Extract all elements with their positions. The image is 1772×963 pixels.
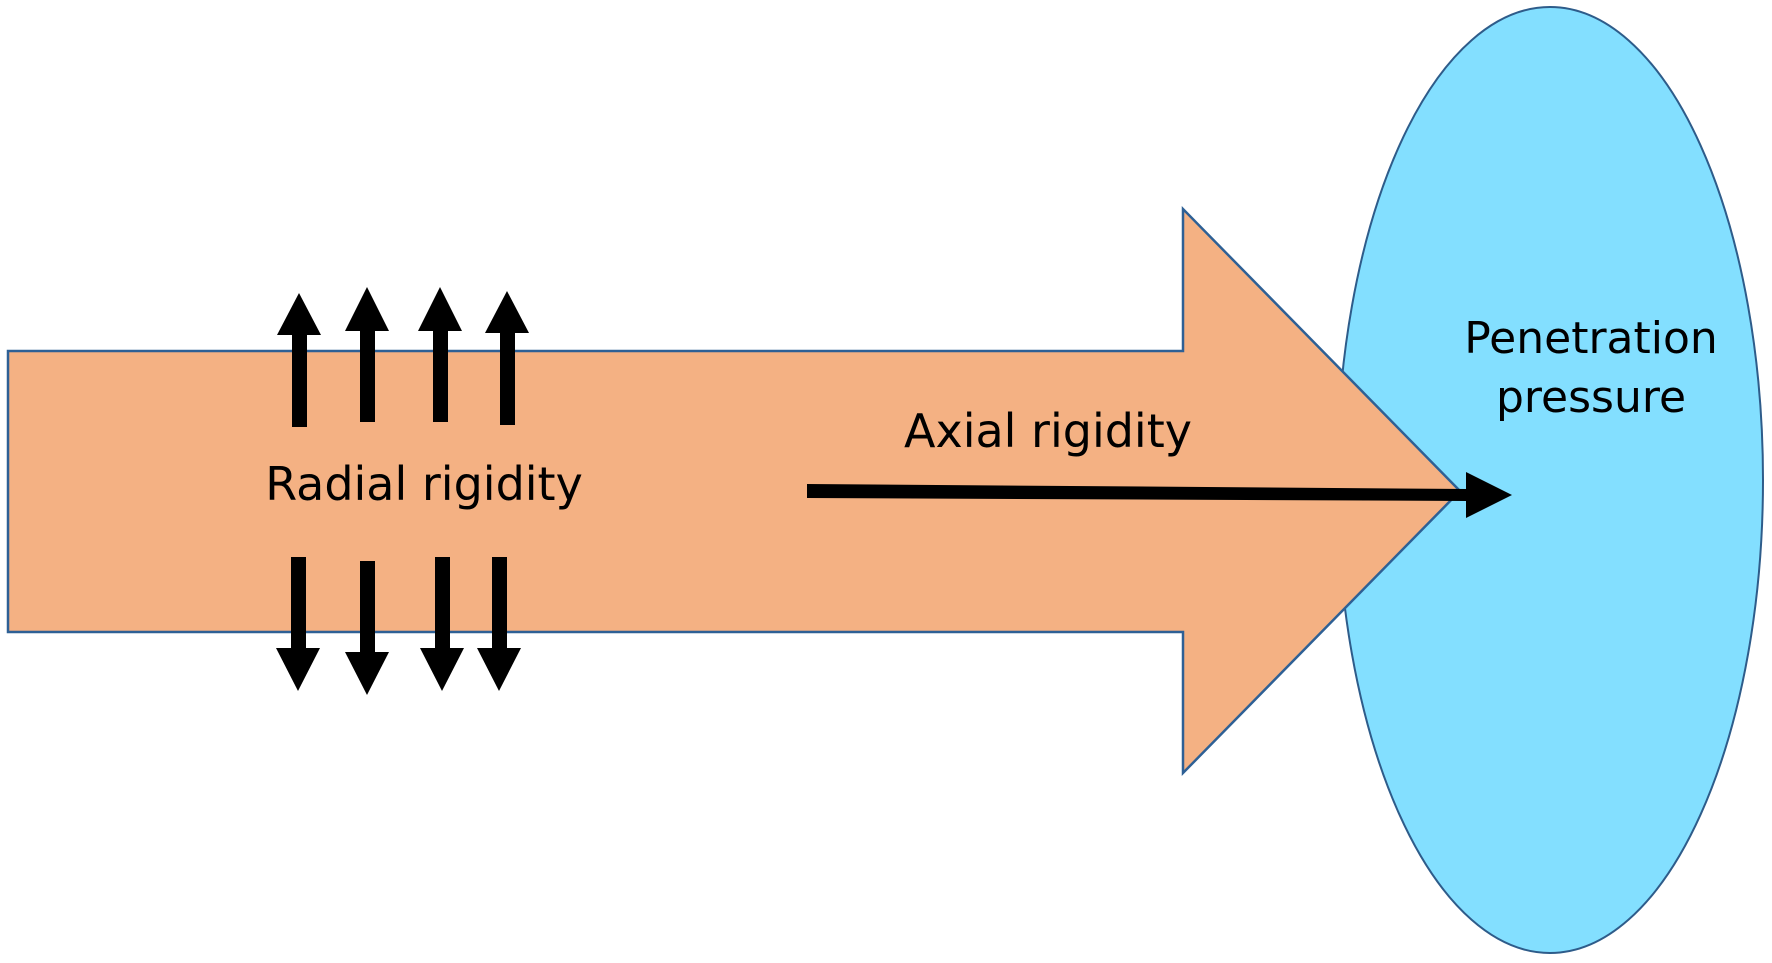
penetration-pressure-label-line1: Penetration xyxy=(1464,313,1718,364)
arrow-up-icon xyxy=(485,291,529,425)
arrow-up-icon xyxy=(418,287,462,422)
radial-rigidity-label: Radial rigidity xyxy=(265,457,583,511)
arrow-up-icon xyxy=(277,293,321,427)
penetration-pressure-label-line2: pressure xyxy=(1496,372,1686,423)
arrow-down-icon xyxy=(477,557,521,691)
axial-arrow-head xyxy=(1466,472,1512,518)
radial-arrows-up xyxy=(277,287,529,427)
arrow-down-icon xyxy=(276,557,320,691)
arrow-down-icon xyxy=(420,557,464,691)
axial-arrow-shaft xyxy=(807,484,1468,501)
arrow-up-icon xyxy=(345,287,389,422)
axial-rigidity-label: Axial rigidity xyxy=(904,404,1192,458)
axial-arrow xyxy=(807,472,1512,518)
arrow-down-icon xyxy=(345,561,389,695)
radial-arrows-down xyxy=(276,557,521,695)
